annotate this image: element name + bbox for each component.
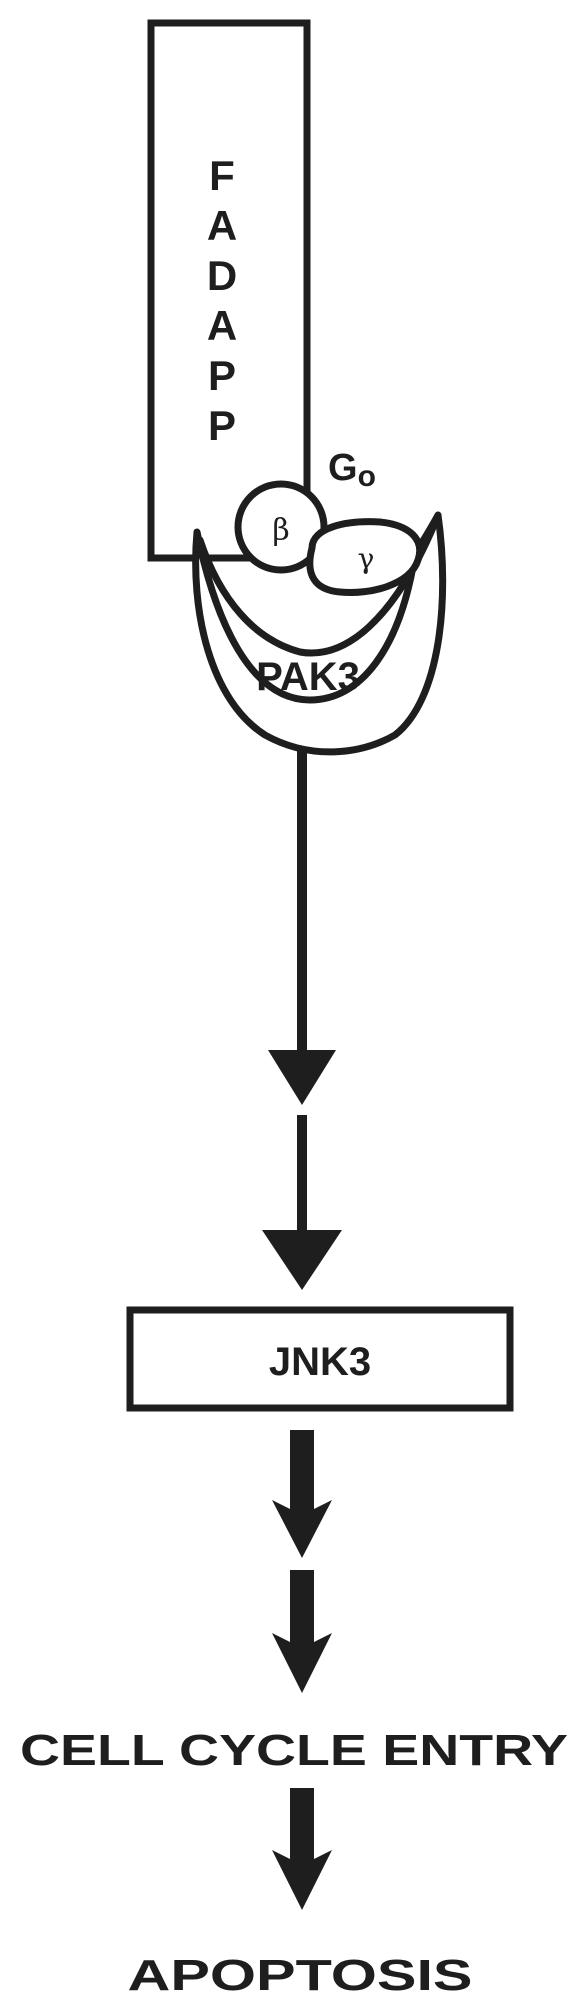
arrow-4-head [272, 1633, 332, 1693]
fadapp-receptor-box [147, 19, 311, 562]
arrow-5-head [272, 1850, 332, 1910]
fadapp-letter: P [208, 402, 236, 449]
go-label: Go [328, 447, 376, 493]
go-letter-g: G [328, 447, 358, 489]
arrow-1-head [268, 1050, 336, 1105]
pak3-outer-shape [192, 511, 447, 756]
fadapp-letter: A [207, 202, 237, 249]
jnk3-label: JNK3 [269, 1340, 371, 1384]
jnk3-box [126, 1306, 514, 1412]
fadapp-letter: D [207, 252, 237, 299]
arrow-2-head [262, 1230, 342, 1290]
fadapp-letter: A [207, 302, 237, 349]
arrow-4-shaft [290, 1570, 314, 1650]
pak3-inner-cup [196, 514, 441, 657]
arrow-3-head [272, 1500, 332, 1558]
apoptosis-label: APOPTOSIS [128, 1951, 473, 2000]
go-letter-o: o [358, 460, 376, 493]
gamma-label: γ [358, 542, 375, 575]
arrow-5-shaft [290, 1788, 314, 1866]
pak3-label: PAK3 [256, 655, 360, 699]
fadapp-letter: P [208, 352, 236, 399]
cell-cycle-entry-label: CELL CYCLE ENTRY [20, 1726, 568, 1775]
fadapp-letter: F [209, 152, 235, 199]
go-gamma-subunit [306, 518, 424, 597]
beta-label: β [272, 513, 289, 548]
arrow-3-shaft [290, 1430, 314, 1516]
